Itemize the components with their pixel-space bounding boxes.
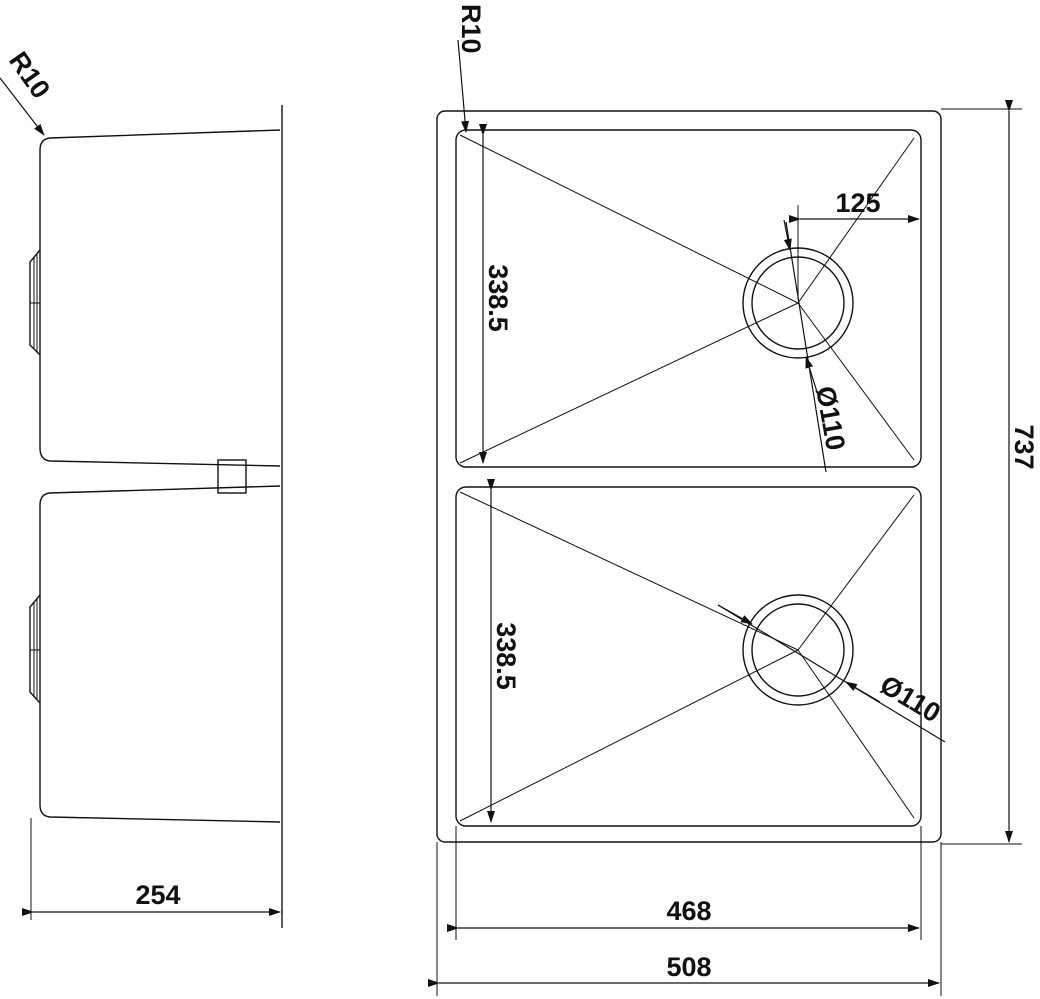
lower-drain-arrow-a <box>717 604 753 625</box>
outer-width-label: 508 <box>666 952 711 982</box>
side-depth-label: 254 <box>135 880 180 910</box>
upper-drain-label: Ø110 <box>810 384 851 453</box>
side-radius-leader <box>0 77 45 136</box>
lower-drain-outer <box>742 594 854 706</box>
side-radius-label: R10 <box>3 46 56 104</box>
outer-flange <box>436 110 942 843</box>
side-divider-clip <box>217 459 247 494</box>
lower-bowl-slopes <box>459 491 915 822</box>
upper-drain-leader <box>785 221 827 473</box>
inner-width-label: 468 <box>666 896 711 926</box>
lower-drain-inner <box>751 603 845 697</box>
upper-drain-arrow-a <box>783 219 792 251</box>
side-upper-overflow <box>29 249 41 356</box>
upper-drain-arrow-b <box>805 356 819 396</box>
lower-depth-label: 338.5 <box>491 622 521 690</box>
lower-bowl <box>455 486 922 827</box>
upper-bowl <box>455 129 922 468</box>
upper-depth-label: 338.5 <box>483 264 513 332</box>
side-upper-bowl <box>39 129 281 467</box>
lower-drain-label: Ø110 <box>875 669 946 728</box>
top-radius-leader <box>457 39 470 133</box>
top-radius-label: R10 <box>456 4 486 54</box>
side-view: R10 254 <box>0 46 283 928</box>
drain-offset-label: 125 <box>835 188 880 218</box>
top-view: R10 125 338.5 338.5 Ø110 Ø110 737 468 <box>428 4 1039 996</box>
lower-drain-leader <box>717 604 946 743</box>
side-lower-bowl <box>39 485 281 823</box>
lower-drain-arrow-b <box>845 681 881 703</box>
height-label: 737 <box>1009 424 1039 469</box>
side-lower-overflow <box>29 594 41 704</box>
